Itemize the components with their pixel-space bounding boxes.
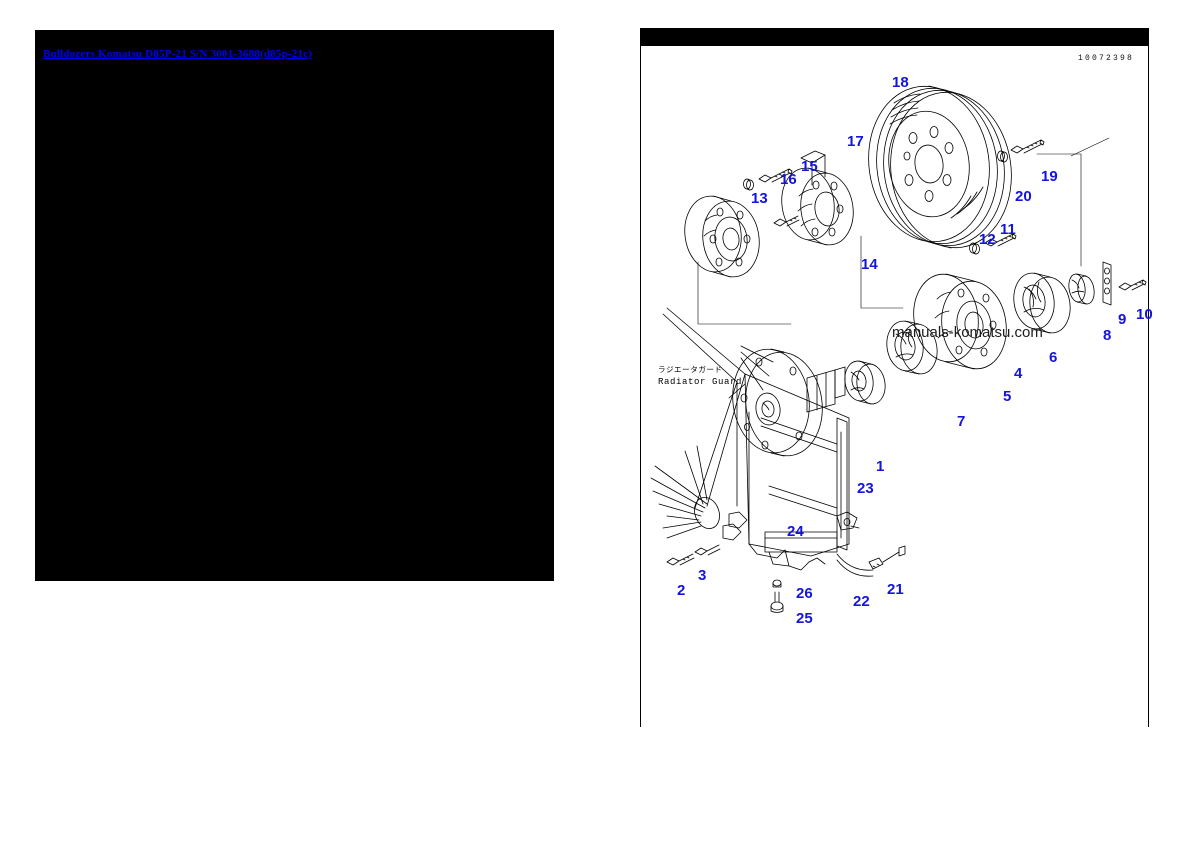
spacer-ring-5	[886, 320, 938, 375]
diagram-header-bar	[640, 28, 1149, 46]
bolt-14	[773, 215, 800, 227]
fastener-25-26	[770, 579, 784, 613]
callout-number-2[interactable]: 2	[677, 582, 686, 599]
fan-drive-1	[732, 348, 846, 457]
callout-number-24[interactable]: 24	[787, 523, 804, 540]
callout-number-15[interactable]: 15	[801, 158, 818, 175]
callout-number-16[interactable]: 16	[780, 171, 797, 188]
callout-number-1[interactable]: 1	[876, 458, 885, 475]
part-code-label: 10072398	[1078, 54, 1135, 63]
pulley-6	[1013, 272, 1071, 334]
radiator-guard-label-en: Radiator Guard	[658, 377, 743, 387]
left-black-panel: Bulldozers Komatsu D85P-21 S/N 3001-3688…	[35, 30, 554, 581]
bolt-15	[758, 168, 793, 183]
radiator-guard-structure	[650, 307, 906, 577]
callout-number-6[interactable]: 6	[1049, 349, 1058, 366]
exploded-parts-drawing	[650, 85, 1147, 613]
clamp-23	[836, 511, 860, 531]
callout-number-26[interactable]: 26	[796, 585, 813, 602]
callout-number-13[interactable]: 13	[751, 190, 768, 207]
bracket-9	[1102, 261, 1112, 306]
hub-17	[781, 150, 854, 246]
bolt-11	[984, 233, 1017, 247]
callout-number-23[interactable]: 23	[857, 480, 874, 497]
callout-number-8[interactable]: 8	[1103, 327, 1112, 344]
document-title-link[interactable]: Bulldozers Komatsu D85P-21 S/N 3001-3688…	[43, 48, 313, 60]
callout-number-22[interactable]: 22	[853, 593, 870, 610]
diagram-frame-right-rule	[1148, 46, 1149, 727]
pulley-assembly-4	[913, 273, 1007, 370]
callout-number-4[interactable]: 4	[1014, 365, 1023, 382]
parts-diagram-panel: 10072398 manuals-komatsu.com	[630, 28, 1153, 728]
diagram-frame-left-rule	[640, 46, 641, 727]
spacer-8	[1068, 273, 1095, 305]
callout-number-25[interactable]: 25	[796, 610, 813, 627]
washer-16	[743, 178, 754, 191]
washer-20	[997, 150, 1008, 163]
callout-number-5[interactable]: 5	[1003, 388, 1012, 405]
callout-number-12[interactable]: 12	[979, 231, 996, 248]
callout-number-18[interactable]: 18	[892, 74, 909, 91]
callout-number-11[interactable]: 11	[1000, 221, 1016, 238]
callout-number-17[interactable]: 17	[847, 133, 864, 150]
radiator-guard-label: ラジエータガード Radiator Guard	[658, 366, 742, 388]
bolts-2-3	[666, 544, 721, 566]
bolt-10	[1118, 279, 1147, 291]
callout-number-21[interactable]: 21	[887, 581, 904, 598]
callout-number-20[interactable]: 20	[1015, 188, 1032, 205]
callout-number-9[interactable]: 9	[1118, 311, 1127, 328]
callout-number-14[interactable]: 14	[861, 256, 878, 273]
callout-number-7[interactable]: 7	[957, 413, 966, 430]
radiator-guard-label-jp: ラジエータガード	[658, 367, 723, 375]
callout-number-3[interactable]: 3	[698, 567, 707, 584]
callout-number-10[interactable]: 10	[1136, 306, 1153, 323]
washer-12	[969, 242, 980, 255]
pulley-18	[868, 85, 1012, 249]
bolt-19	[1010, 139, 1045, 154]
flange-13	[684, 195, 760, 278]
bushing-7	[844, 360, 886, 405]
callout-number-19[interactable]: 19	[1041, 168, 1058, 185]
